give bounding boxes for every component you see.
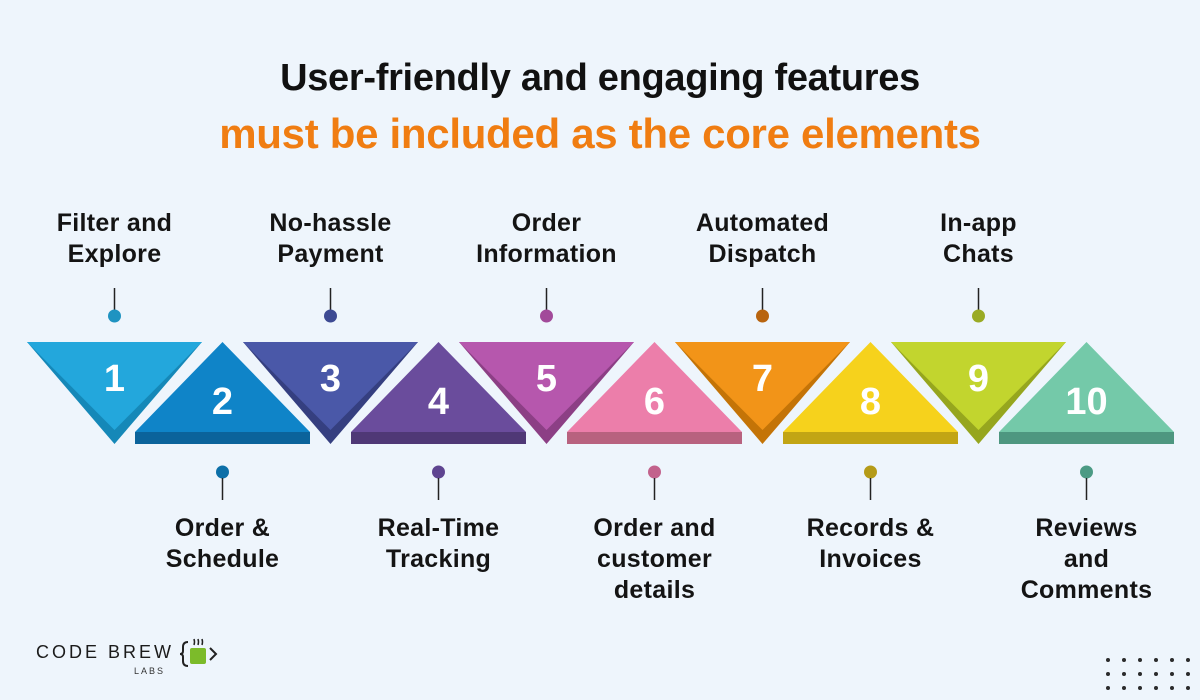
- connector-7: [756, 288, 769, 323]
- feature-number: 2: [212, 381, 233, 423]
- feature-triangle-8: 8: [783, 342, 958, 444]
- feature-number: 6: [644, 381, 665, 423]
- feature-label-line: No-hassle: [269, 209, 392, 237]
- feature-label-line: Order: [511, 209, 582, 237]
- headline-line-2: must be included as the core elements: [219, 110, 981, 157]
- connector-9: [972, 288, 985, 323]
- connector-8: [864, 465, 877, 500]
- feature-label-line: Information: [476, 240, 617, 268]
- feature-number: 7: [752, 358, 773, 400]
- triangle-base: [783, 432, 958, 444]
- feature-number: 1: [104, 358, 125, 400]
- triangle-base: [135, 432, 310, 444]
- feature-label-2: Order & Schedule: [123, 513, 323, 575]
- feature-label-line: Dispatch: [708, 240, 817, 268]
- code-brew-cup-logo-icon: [179, 638, 218, 667]
- feature-label-line: and: [1063, 545, 1110, 573]
- feature-triangle-3: 3: [243, 342, 418, 444]
- feature-label-line: Explore: [67, 240, 162, 268]
- triangle-face: [351, 342, 526, 432]
- feature-number: 9: [968, 358, 989, 400]
- feature-label-line: Automated: [695, 209, 830, 237]
- feature-triangle-9: 9: [891, 342, 1066, 444]
- feature-label-line: Reviews: [1035, 514, 1138, 542]
- connector-3: [324, 288, 337, 323]
- dot-grid-icon: [1106, 658, 1190, 690]
- triangle-face: [243, 342, 418, 430]
- triangle-base: [567, 432, 742, 444]
- triangle-base: [999, 432, 1174, 444]
- feature-label-line: customer: [597, 545, 712, 573]
- feature-number: 3: [320, 358, 341, 400]
- feature-label-line: Comments: [1020, 576, 1153, 604]
- feature-label-line: Order &: [174, 514, 271, 542]
- headline-line-1: User-friendly and engaging features: [280, 57, 920, 99]
- page-headline: User-friendly and engaging features must…: [0, 56, 1200, 160]
- connector-10: [1080, 465, 1093, 500]
- feature-label-line: Order and: [593, 514, 716, 542]
- feature-label-6: Order and customer details: [555, 513, 755, 606]
- triangle-face: [567, 342, 742, 432]
- feature-triangle-5: 5: [459, 342, 634, 444]
- feature-label-line: Schedule: [165, 545, 280, 573]
- triangle-face: [459, 342, 634, 430]
- feature-number: 4: [428, 381, 449, 423]
- connector-6: [648, 465, 661, 500]
- feature-label-line: In-app: [940, 209, 1017, 237]
- feature-number: 8: [860, 381, 881, 423]
- triangle-face: [27, 342, 202, 430]
- feature-label-line: Payment: [277, 240, 384, 268]
- feature-label-8: Records & Invoices: [771, 513, 971, 575]
- triangle-face: [675, 342, 850, 430]
- brand-name: CODE BREW: [36, 642, 175, 662]
- feature-triangle-2: 2: [135, 342, 310, 444]
- connector-2: [216, 465, 229, 500]
- feature-label-line: Records &: [806, 514, 935, 542]
- feature-label-line: Real-Time: [377, 514, 500, 542]
- feature-triangle-4: 4: [351, 342, 526, 444]
- feature-label-line: Tracking: [385, 545, 492, 573]
- feature-triangle-10: 10: [999, 342, 1174, 444]
- brand-sub: LABS: [134, 666, 166, 676]
- feature-triangle-7: 7: [675, 342, 850, 444]
- triangle-face: [999, 342, 1174, 432]
- feature-label-line: Chats: [943, 240, 1014, 268]
- triangle-face: [135, 342, 310, 432]
- feature-number: 10: [1065, 381, 1107, 423]
- feature-triangle-1: 1: [27, 342, 202, 444]
- connector-5: [540, 288, 553, 323]
- triangle-face: [891, 342, 1066, 430]
- feature-label-line: Invoices: [819, 545, 922, 573]
- triangle-base: [351, 432, 526, 444]
- connector-4: [432, 465, 445, 500]
- connector-1: [108, 288, 121, 323]
- feature-triangle-6: 6: [567, 342, 742, 444]
- triangle-face: [783, 342, 958, 432]
- feature-number: 5: [536, 358, 557, 400]
- feature-label-line: Filter and: [56, 209, 173, 237]
- feature-label-line: details: [613, 576, 696, 604]
